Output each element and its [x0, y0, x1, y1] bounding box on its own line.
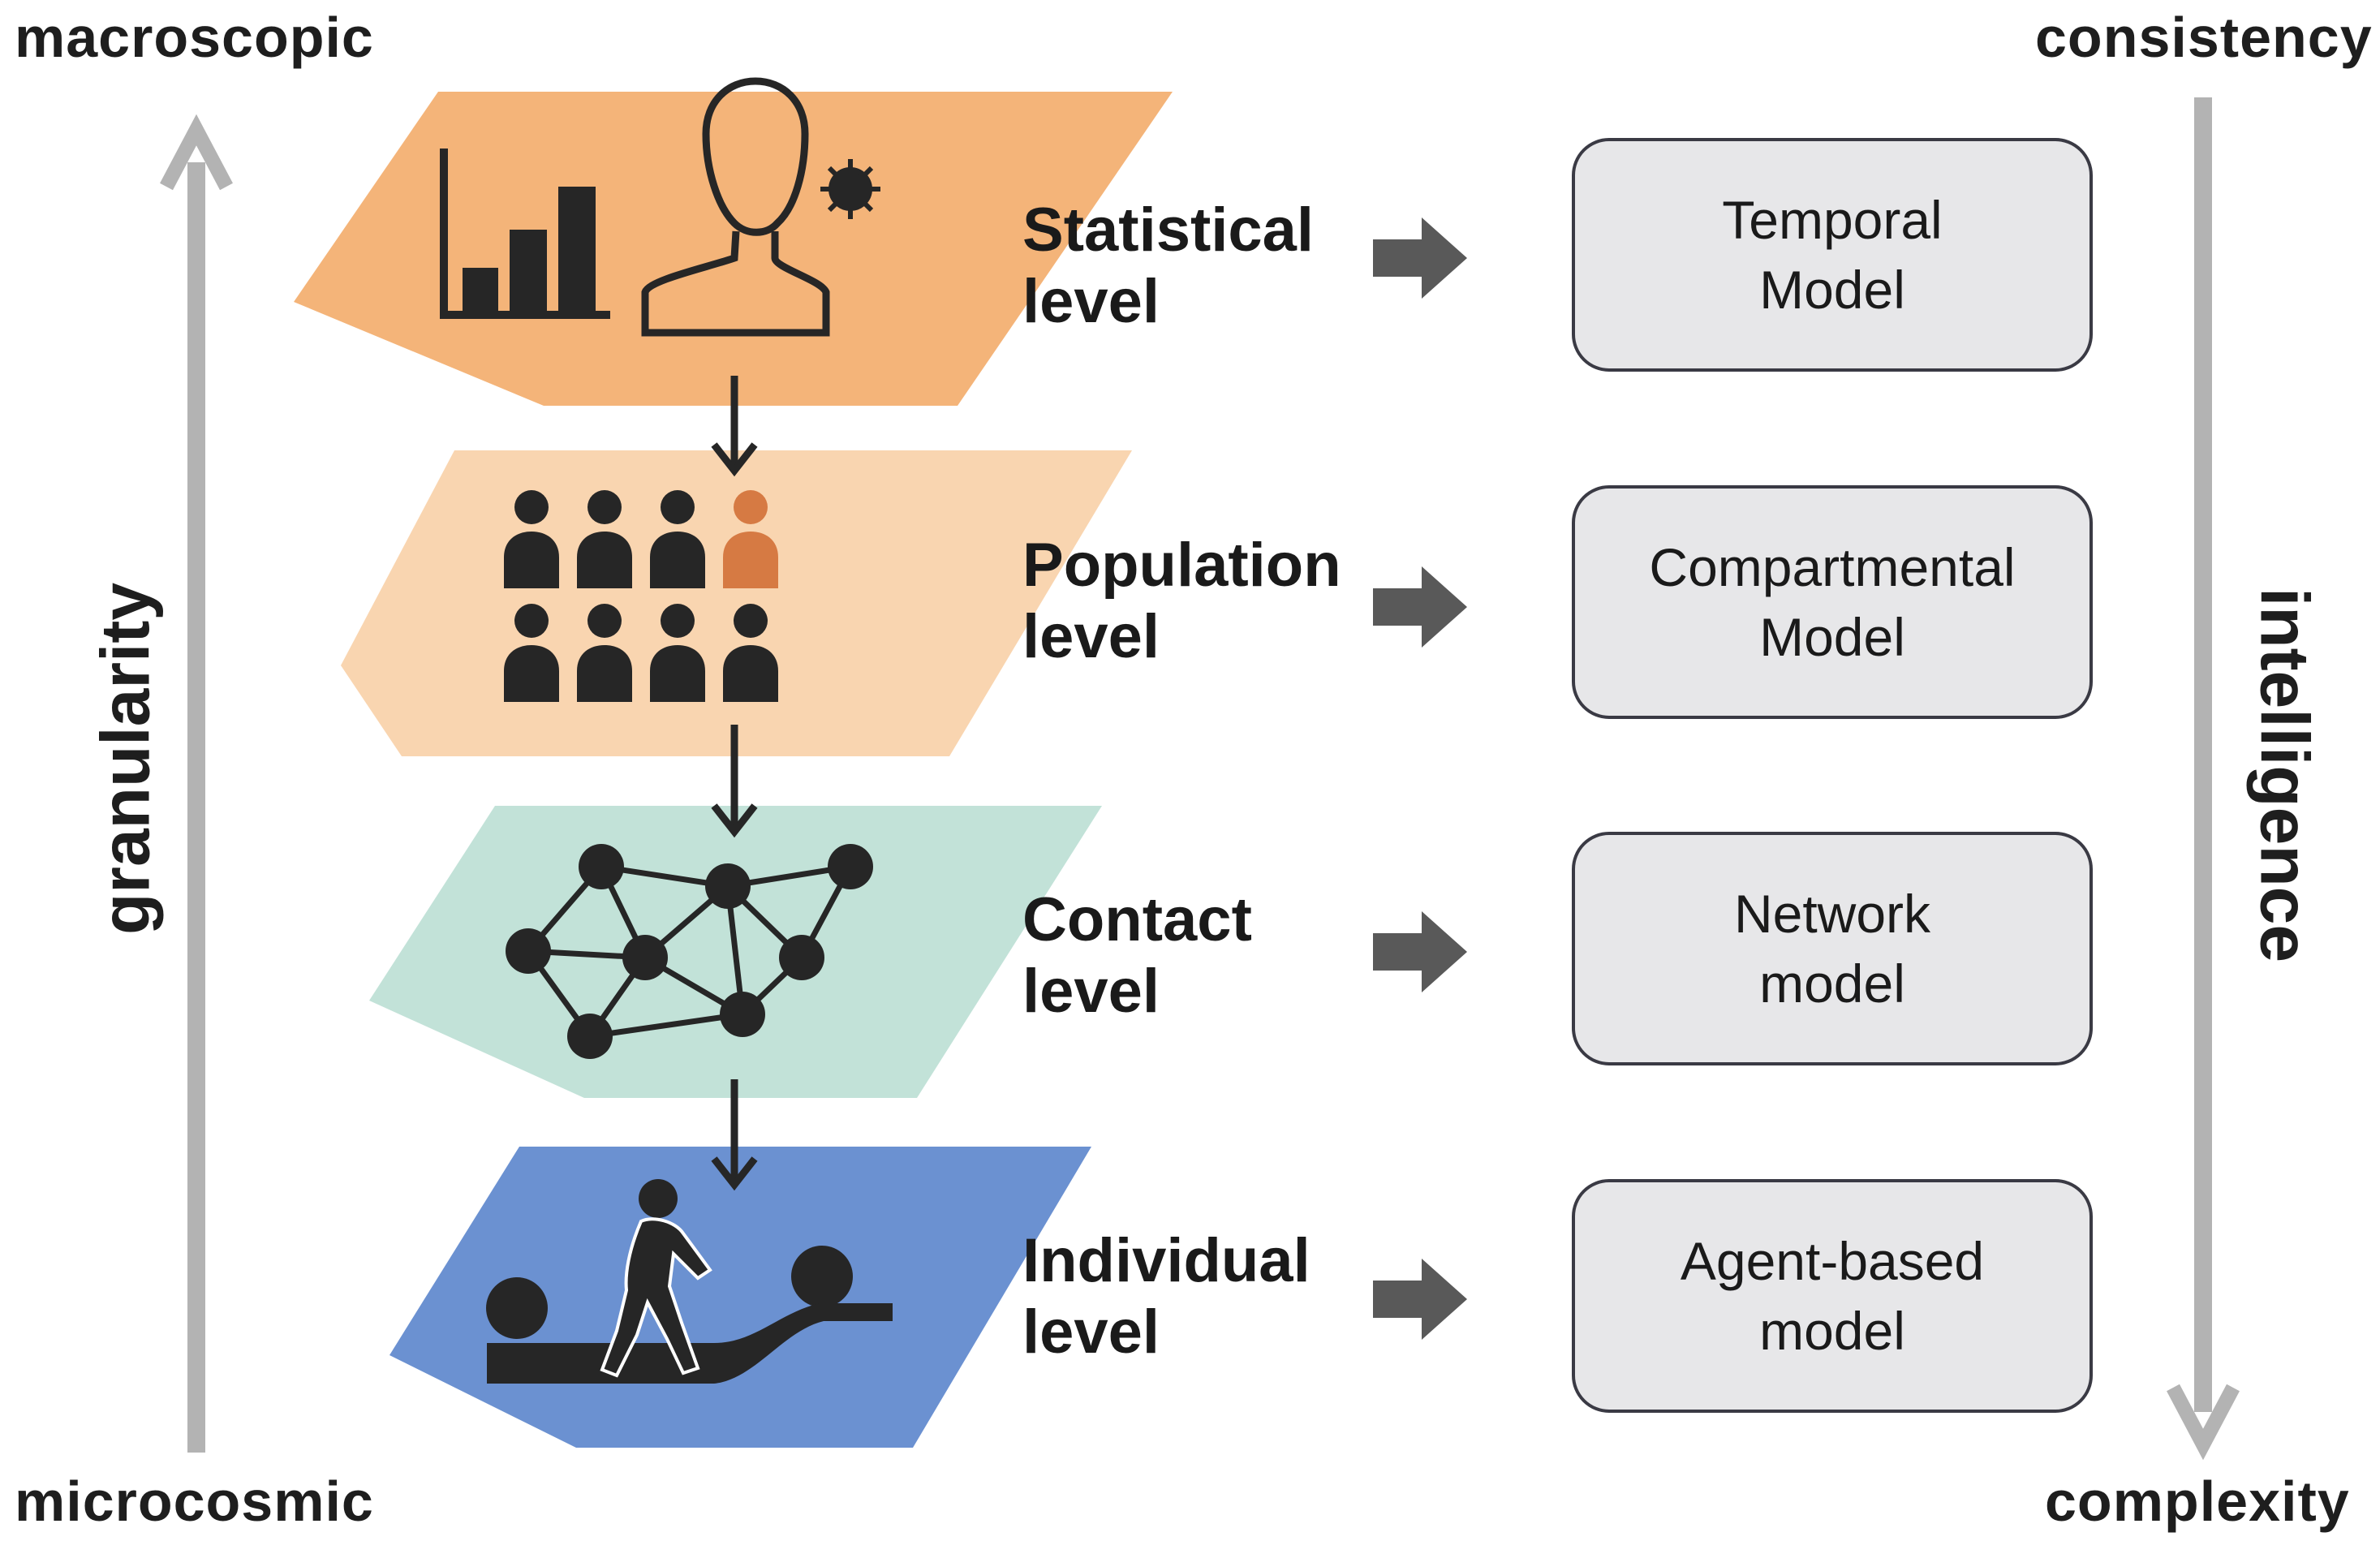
population-level-label-line2: level — [1022, 602, 1160, 671]
macroscopic-label: macroscopic — [15, 6, 374, 69]
bar-chart-icon — [440, 149, 610, 319]
crowd-icon — [504, 490, 778, 702]
agent-based-model-box: Agent-based model — [1572, 1179, 2093, 1413]
network-edge — [589, 1011, 743, 1040]
granularity-axis-arrow — [160, 114, 233, 1453]
crowd-person — [723, 604, 778, 702]
network-node — [720, 992, 765, 1037]
network-node — [622, 935, 668, 980]
crowd-person — [723, 490, 778, 588]
statistical-level-label-line2: level — [1022, 267, 1160, 336]
person-outline-icon — [641, 77, 830, 337]
crowd-person — [577, 604, 632, 702]
crowd-person — [504, 490, 559, 588]
crowd-person — [504, 604, 559, 702]
block-arrow-individual — [1373, 1259, 1467, 1340]
network-graph-icon — [506, 844, 873, 1059]
contact-level-label-line2: level — [1022, 957, 1160, 1026]
population-level-label-line1: Population — [1022, 531, 1341, 600]
temporal-model-line2: Model — [1759, 260, 1905, 320]
network-model-line1: Network — [1733, 884, 1931, 944]
temporal-model-box: Temporal Model — [1572, 138, 2093, 372]
network-node — [779, 935, 824, 980]
network-node — [506, 928, 551, 974]
crowd-person — [650, 604, 705, 702]
compartmental-model-line1: Compartmental — [1649, 537, 2016, 597]
contact-level-label: Contact level — [1022, 885, 1252, 1027]
population-level-label: Population level — [1022, 530, 1341, 673]
network-node — [579, 844, 624, 889]
temporal-model-line1: Temporal — [1722, 190, 1943, 250]
individual-level-label: Individual level — [1022, 1225, 1311, 1368]
crowd-person — [650, 490, 705, 588]
agent-based-model-line1: Agent-based — [1680, 1231, 1985, 1291]
network-node — [705, 863, 751, 909]
contact-level-label-line1: Contact — [1022, 885, 1252, 954]
network-node — [828, 844, 873, 889]
block-arrow-contact — [1373, 911, 1467, 992]
network-node — [567, 1014, 613, 1059]
individual-level-label-line2: level — [1022, 1298, 1160, 1367]
granularity-axis-label: granularity — [87, 582, 164, 936]
compartmental-model-box: Compartmental Model — [1572, 485, 2093, 719]
consistency-label: consistency — [2035, 6, 2373, 69]
microcosmic-label: microcosmic — [15, 1470, 374, 1533]
compartmental-model-line2: Model — [1759, 607, 1905, 667]
network-model-box: Network model — [1572, 832, 2093, 1065]
down-arrow-1 — [711, 376, 758, 477]
network-model-line2: model — [1759, 953, 1905, 1014]
block-arrow-population — [1373, 566, 1467, 648]
complexity-label: complexity — [2045, 1470, 2350, 1533]
down-arrow-2 — [711, 725, 758, 838]
agent-based-model-line2: model — [1759, 1301, 1905, 1361]
block-arrow-statistical — [1373, 217, 1467, 299]
statistical-level-label: Statistical level — [1022, 195, 1314, 338]
statistical-level-label-line1: Statistical — [1022, 196, 1315, 265]
intelligence-axis-label: intelligence — [2246, 587, 2323, 963]
intelligence-axis-arrow — [2167, 97, 2240, 1461]
population-level-plane — [341, 450, 1132, 756]
crowd-person — [577, 490, 632, 588]
virus-icon — [820, 159, 880, 219]
individual-level-label-line1: Individual — [1022, 1226, 1311, 1295]
down-arrow-3 — [711, 1079, 758, 1191]
walking-person-icon — [486, 1179, 893, 1384]
